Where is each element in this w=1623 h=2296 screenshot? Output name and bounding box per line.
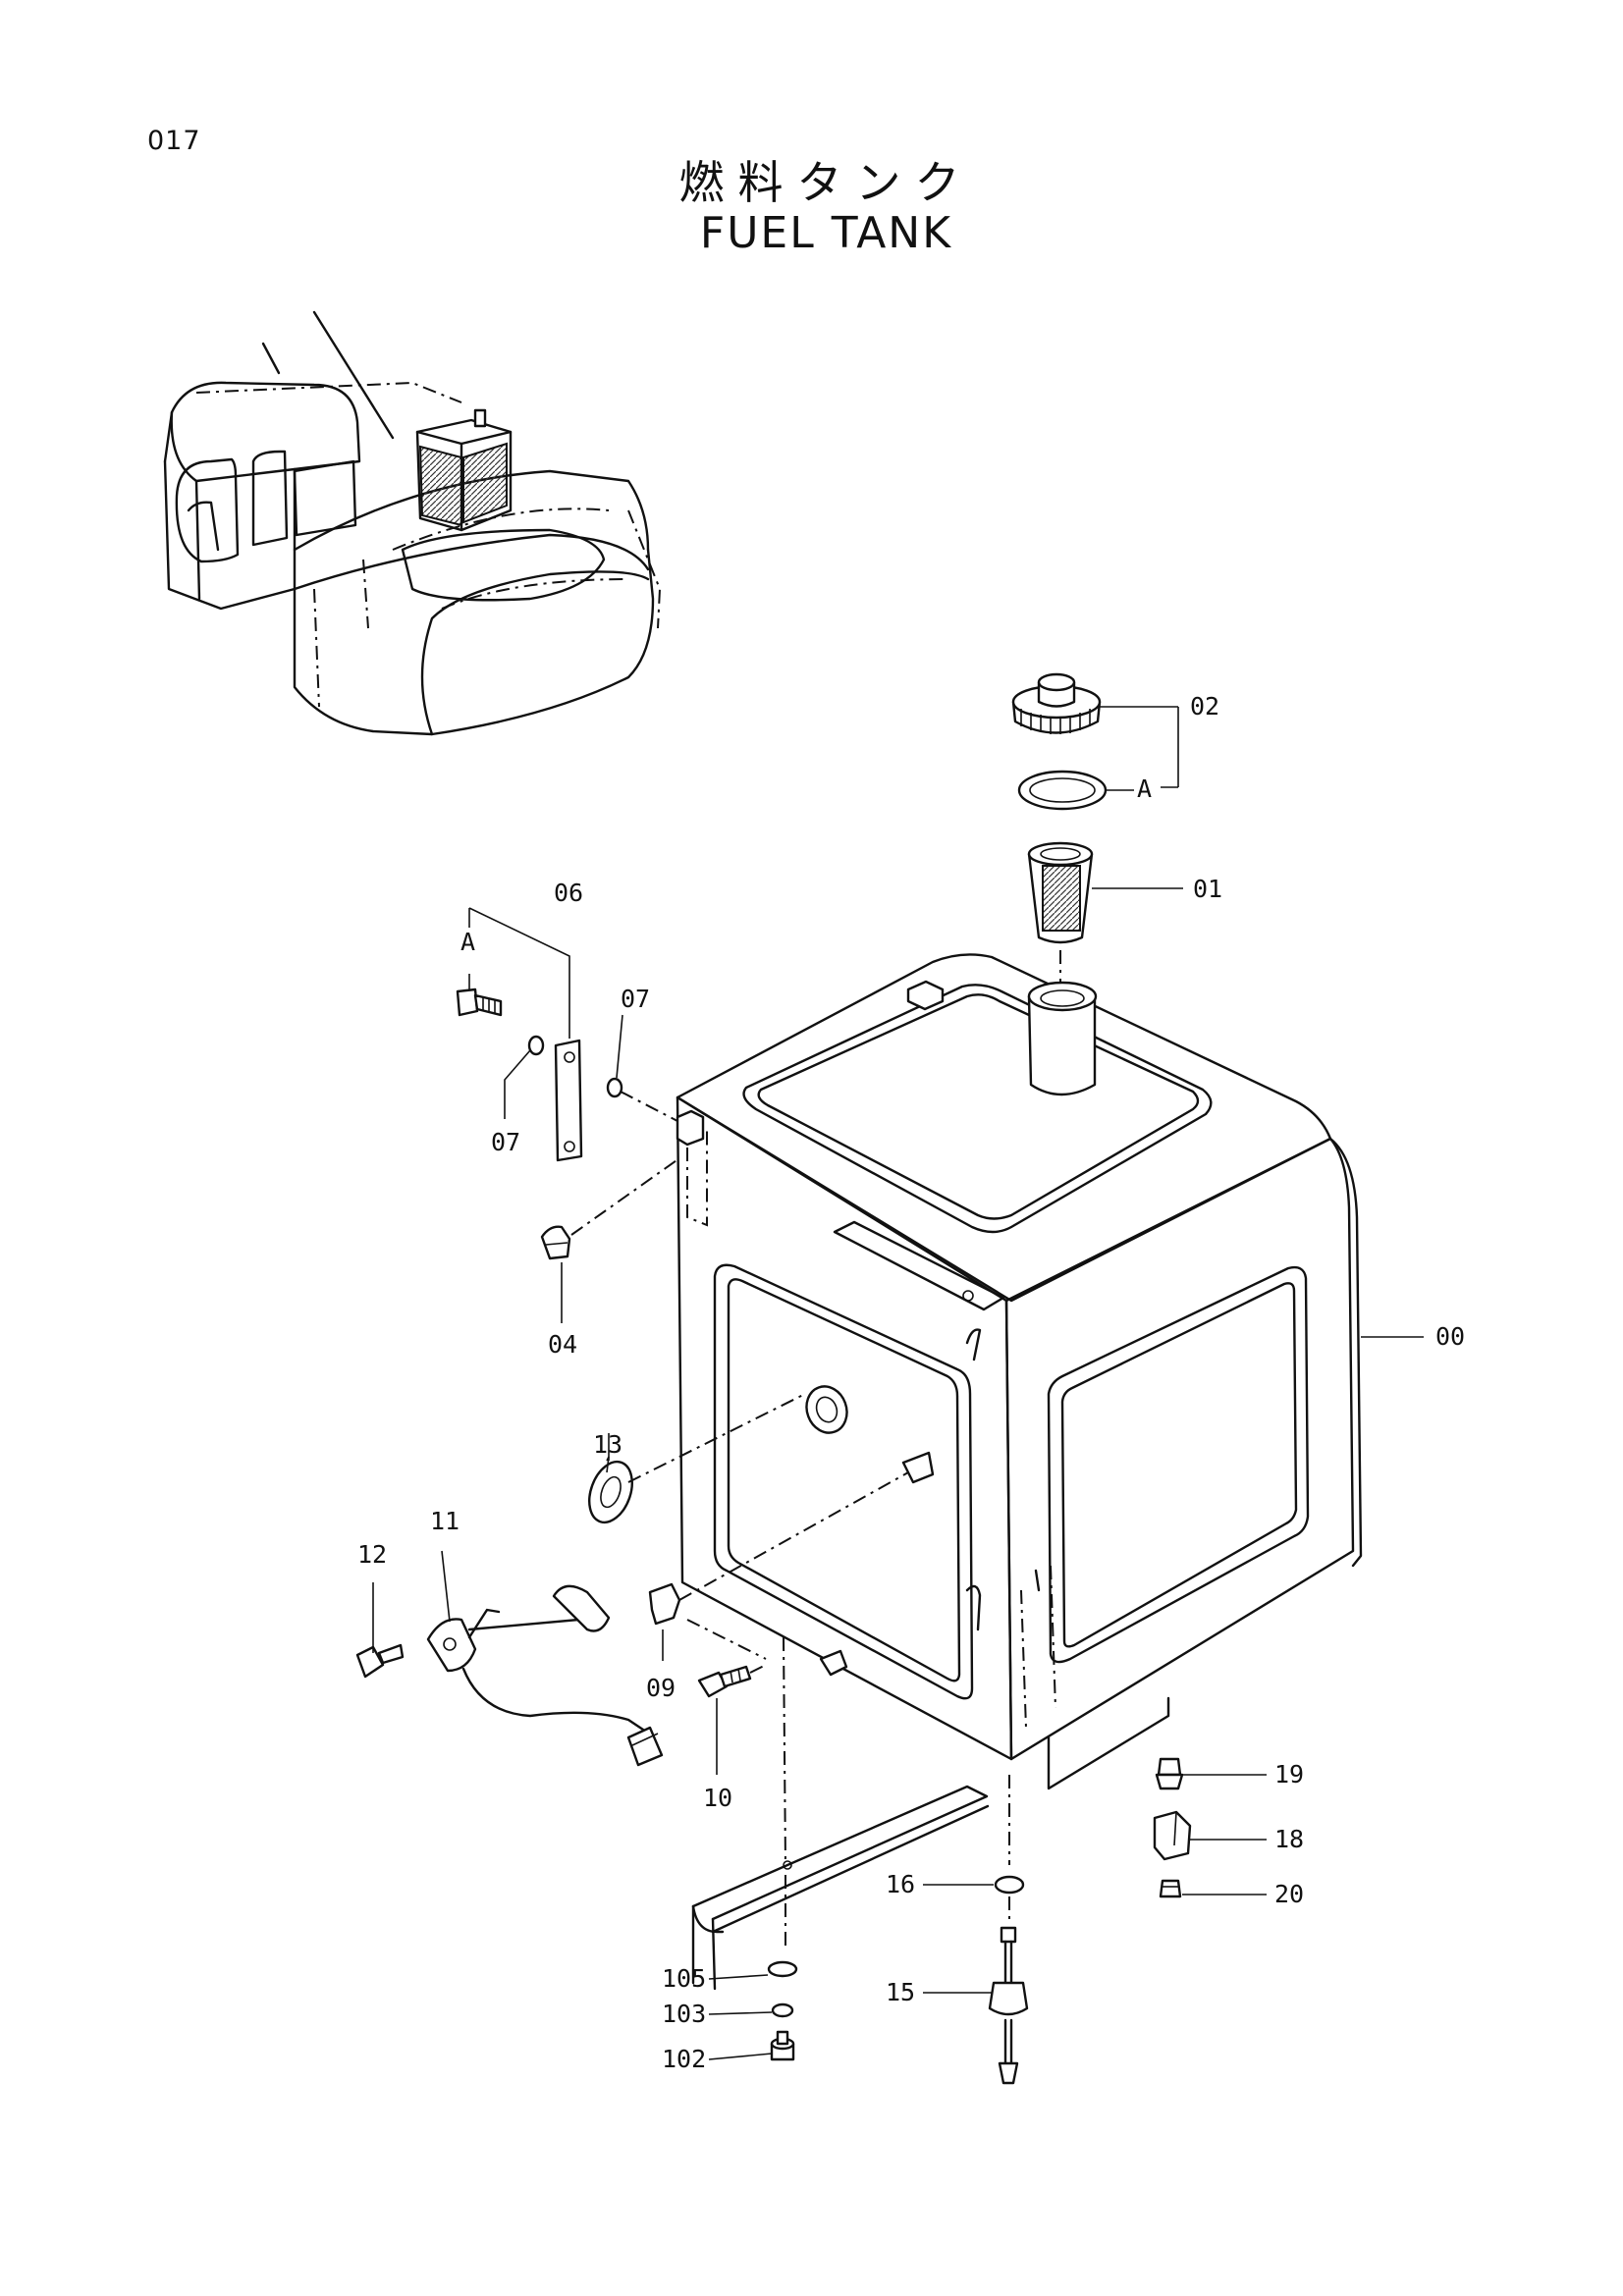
callout-01: 01	[1193, 875, 1222, 903]
part-02-cap	[1011, 672, 1102, 734]
callout-103: 103	[662, 2000, 706, 2028]
callout-102: 102	[662, 2045, 706, 2073]
callout-19: 19	[1274, 1760, 1304, 1789]
callout-labels: 00 01 02 A 06 A 07 07 04 13 11 12 09 10 …	[357, 692, 1465, 2073]
callout-02: 02	[1190, 692, 1219, 721]
part-19-fitting	[1155, 1757, 1184, 1790]
skid-plate	[691, 1785, 990, 1991]
leader-lines	[372, 706, 1424, 2060]
fuel-tank-body	[676, 953, 1363, 1761]
callout-07-right: 07	[621, 985, 650, 1013]
part-09-clip	[648, 1582, 681, 1626]
part-06-bolt	[456, 988, 503, 1017]
part-12-screw	[355, 1643, 405, 1679]
page-number: 017	[147, 126, 201, 156]
callout-105: 105	[662, 1964, 706, 1993]
gasket-a	[1017, 770, 1108, 811]
part-105-washer	[767, 1960, 798, 1978]
callout-00: 00	[1435, 1322, 1465, 1351]
part-10-bolt	[697, 1665, 752, 1698]
callout-06: 06	[554, 879, 583, 907]
filler-neck	[1027, 981, 1098, 1096]
callout-12: 12	[357, 1540, 387, 1569]
title-english: FUEL TANK	[699, 208, 953, 258]
callout-09: 09	[646, 1674, 676, 1702]
part-18-cock	[1153, 1810, 1192, 1861]
part-06-bracket	[554, 1039, 583, 1162]
callout-a-bolt: A	[460, 928, 475, 956]
part-20-plug	[1159, 1879, 1182, 1898]
part-15-drain-valve	[988, 1926, 1029, 2085]
callout-04: 04	[548, 1330, 577, 1359]
part-07-washer-right	[606, 1077, 623, 1098]
part-103-lockwasher	[771, 2002, 794, 2018]
part-16-washer	[994, 1875, 1025, 1895]
part-04-plug	[540, 1225, 571, 1260]
callout-07-left: 07	[491, 1128, 520, 1156]
excavator-location-view	[163, 310, 662, 736]
callout-11: 11	[430, 1507, 460, 1535]
callout-15: 15	[886, 1978, 915, 2006]
callout-10: 10	[703, 1784, 732, 1812]
callout-a-cap: A	[1137, 774, 1152, 803]
callout-20: 20	[1274, 1880, 1304, 1908]
part-13-gasket	[588, 1460, 633, 1524]
part-07-washer-left	[527, 1035, 545, 1056]
callout-18: 18	[1274, 1825, 1304, 1853]
callout-13: 13	[593, 1430, 622, 1459]
part-01-strainer	[1027, 841, 1094, 944]
part-102-bolt	[770, 2030, 795, 2061]
part-11-fuel-sender	[426, 1584, 664, 1767]
callout-16: 16	[886, 1870, 915, 1898]
title-japanese: 燃料タンク	[678, 156, 974, 209]
